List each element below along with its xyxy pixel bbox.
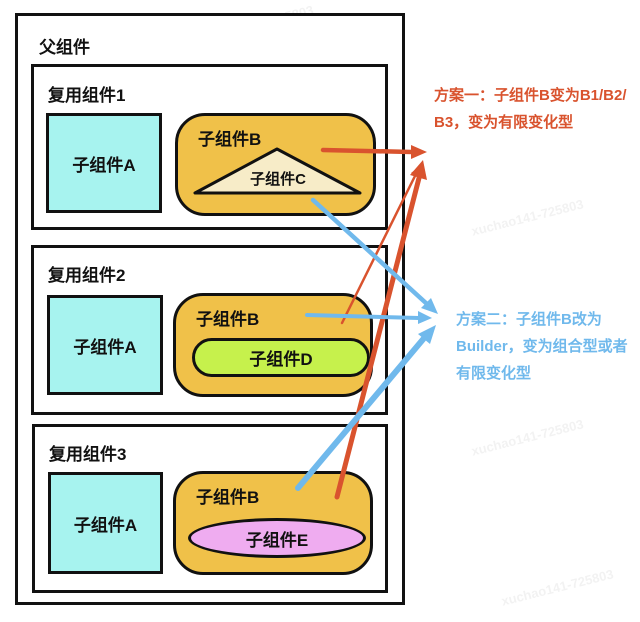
watermark: xuchao141-725803 [469,416,586,459]
reusable-component-2-label: 复用组件2 [48,266,126,285]
child-c-triangle [193,147,362,195]
child-b-label-2: 子组件B [196,310,260,329]
child-b-label-1: 子组件B [198,130,262,149]
child-a-box-2: 子组件A [47,295,163,395]
child-b-label-3: 子组件B [196,488,260,507]
plan2-line-1: 方案二：子组件B改为 [456,311,602,328]
reusable-component-1-label: 复用组件1 [48,86,126,105]
plan2-line-2: Builder，变为组合型或者 [456,338,628,355]
plan2-annotation: 方案二：子组件B改为 Builder，变为组合型或者 有限变化型 [456,306,628,387]
reusable-component-3-label: 复用组件3 [49,445,127,464]
child-e-label: 子组件E [245,530,309,550]
child-d-label: 子组件D [249,350,313,369]
child-a-box-1: 子组件A [46,113,162,213]
child-d-stadium: 子组件D [192,338,370,377]
child-a-label-1: 子组件A [72,155,136,175]
plan1-line-1: 方案一：子组件B变为B1/B2/ [434,87,627,104]
child-b-box-2: 子组件B 子组件D [173,293,373,397]
child-a-box-3: 子组件A [48,472,163,574]
watermark: xuchao141-725803 [469,196,586,239]
child-a-label-3: 子组件A [73,515,138,535]
child-b-box-3: 子组件B 子组件E [173,471,373,575]
child-b-box-1: 子组件B 子组件C [175,113,376,216]
child-e-ellipse: 子组件E [188,518,366,558]
child-c-label: 子组件C [250,171,306,188]
child-a-label-2: 子组件A [73,337,137,357]
plan1-annotation: 方案一：子组件B变为B1/B2/ B3，变为有限变化型 [434,82,627,136]
plan1-line-2: B3，变为有限变化型 [434,114,574,131]
plan2-line-3: 有限变化型 [456,365,532,382]
watermark: xuchao141-725803 [499,566,616,609]
parent-component-label: 父组件 [39,38,90,57]
